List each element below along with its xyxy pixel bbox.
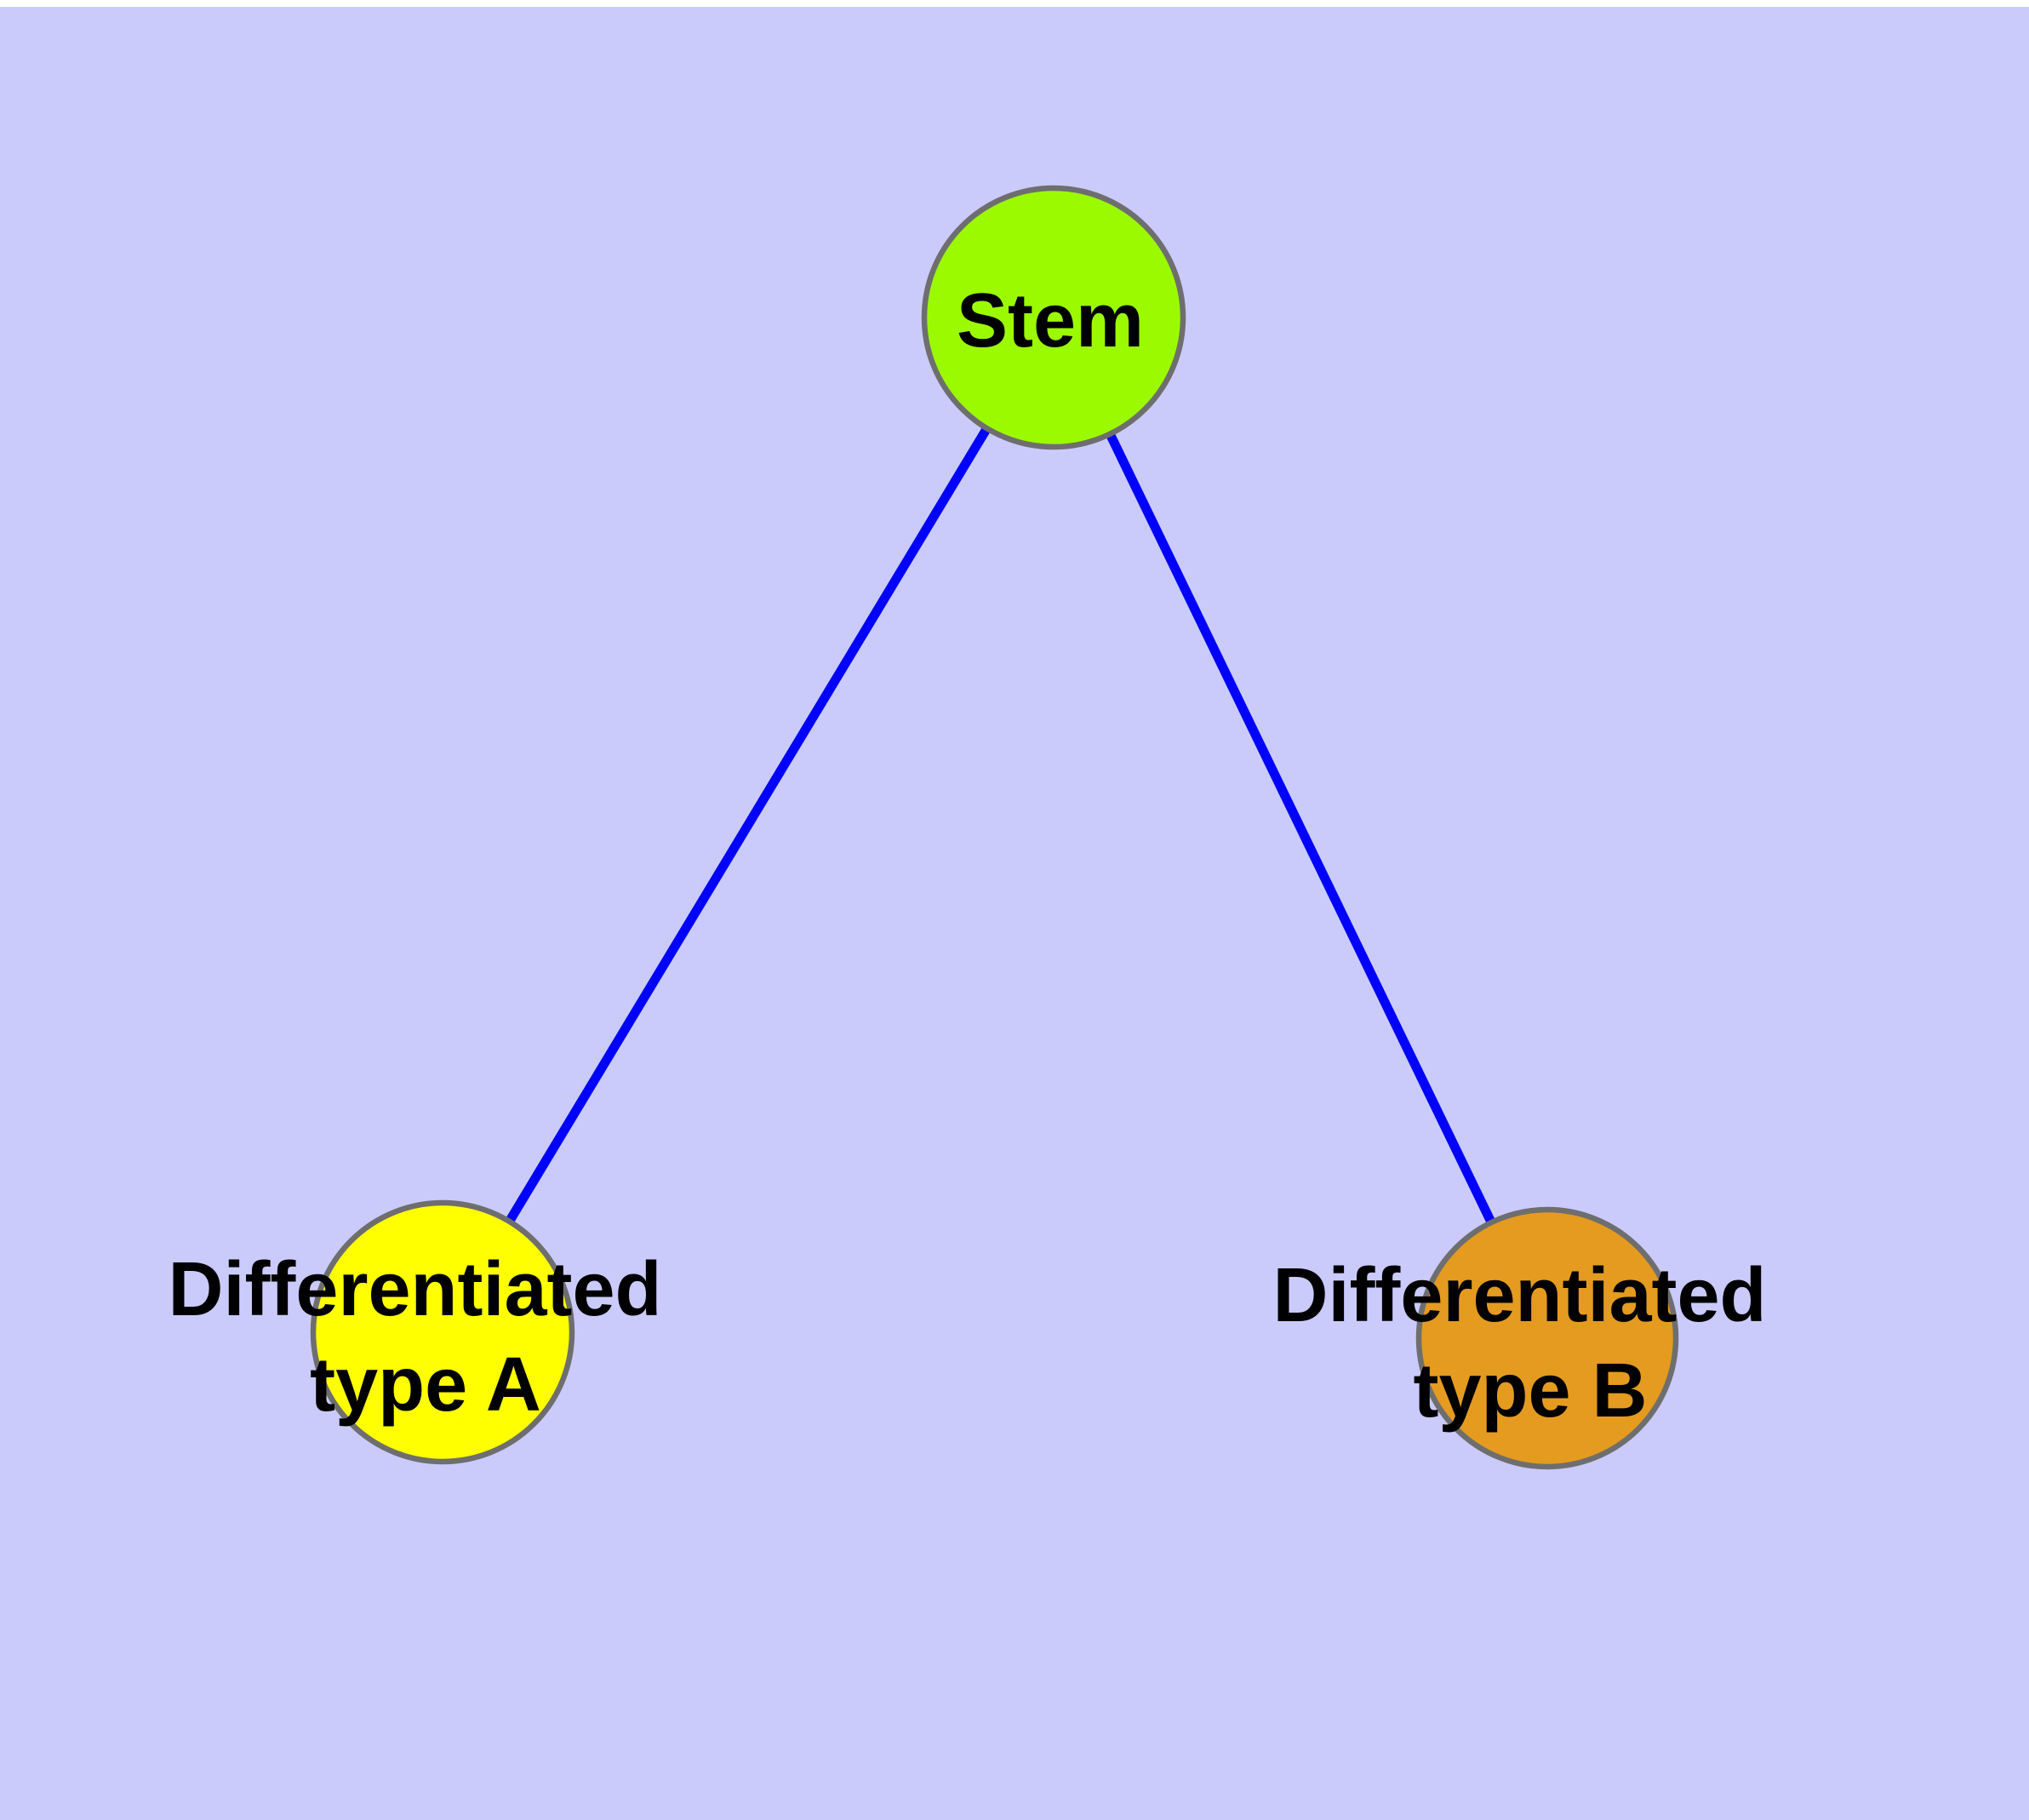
node-differentiated-type-a-label-line2: type A — [310, 1342, 541, 1428]
node-differentiated-type-a-circle — [310, 1199, 575, 1465]
node-differentiated-type-b-label-line1: Differentiated — [1272, 1253, 1766, 1338]
edge-stem-to-type-b — [1049, 315, 1552, 1341]
node-differentiated-type-b-circle — [1415, 1206, 1679, 1470]
node-differentiated-type-a-label: Differentiated type A — [168, 1247, 683, 1428]
node-differentiated-type-b-label: Differentiated type B — [1272, 1253, 1787, 1434]
node-differentiated-type-a-label-line1: Differentiated — [168, 1247, 661, 1332]
node-differentiated-type-b-label-line2: type B — [1413, 1348, 1647, 1434]
node-stem-label: Stem — [957, 278, 1144, 363]
node-stem-circle — [921, 185, 1186, 450]
edge-stem-to-type-a — [438, 315, 1058, 1335]
